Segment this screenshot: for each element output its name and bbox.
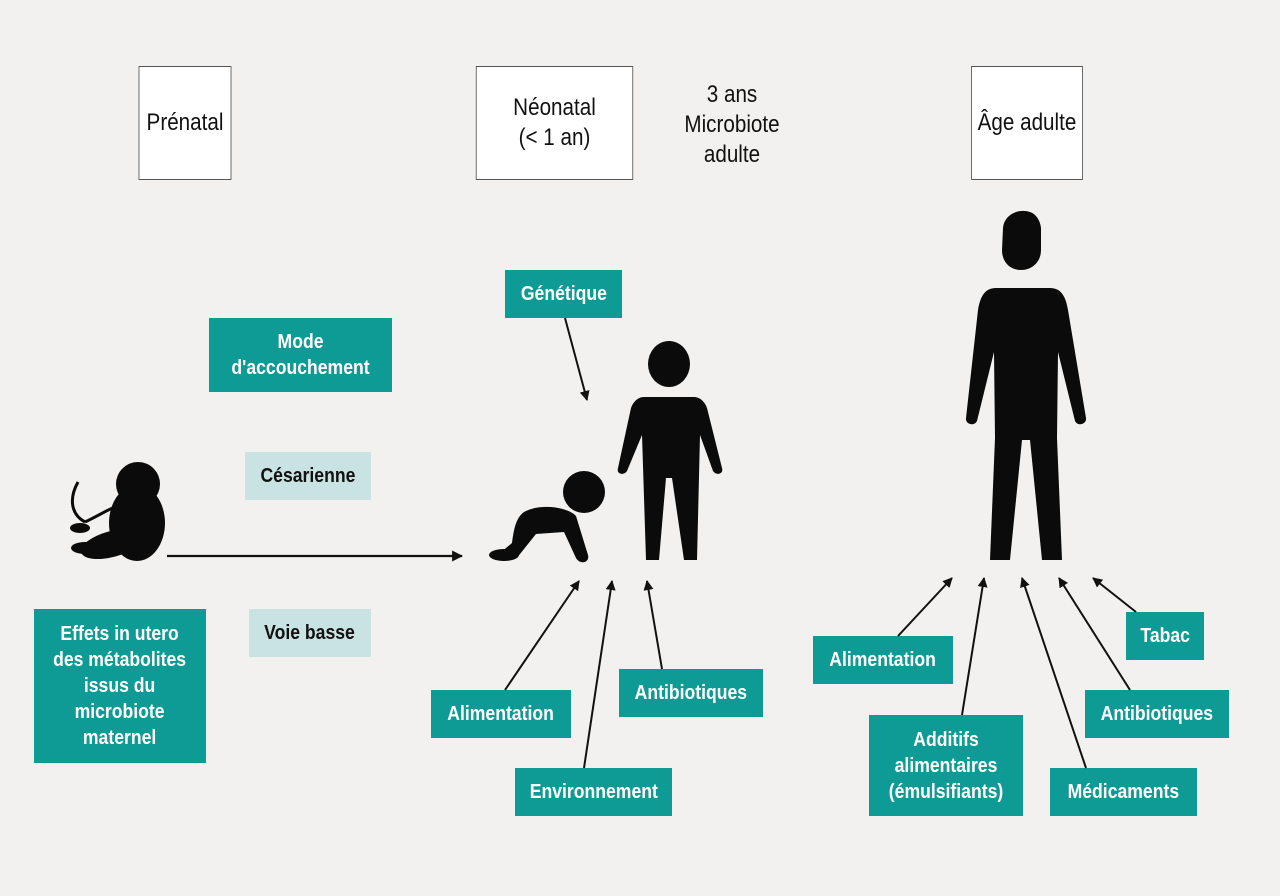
factor-child-antibiotiques: Antibiotiques [619, 669, 763, 717]
stage-adult-label: Âge adulte [977, 109, 1077, 136]
stage-prenatal: Prénatal [138, 66, 232, 180]
adult-icon [965, 210, 1087, 560]
stage-prenatal-label: Prénatal [146, 109, 224, 136]
factor-voie-basse: Voie basse [249, 609, 371, 657]
factor-cesarienne: Césarienne [245, 452, 371, 500]
fetus-icon [70, 462, 165, 561]
factor-environnement: Environnement [515, 768, 672, 816]
factor-adult-alimentation: Alimentation [813, 636, 953, 684]
factor-effets-in-utero: Effets in utero des métabolites issus du… [34, 609, 206, 763]
stage-adult: Âge adulte [971, 66, 1083, 180]
factor-additifs: Additifs alimentaires (émulsifiants) [869, 715, 1023, 816]
factor-child-alimentation: Alimentation [431, 690, 571, 738]
factor-tabac: Tabac [1126, 612, 1204, 660]
child-icon [617, 341, 723, 560]
factor-adult-antibiotiques: Antibiotiques [1085, 690, 1229, 738]
baby-crawling-icon [489, 471, 605, 563]
factor-medicaments: Médicaments [1050, 768, 1197, 816]
stage-neonatal: Néonatal (< 1 an) [475, 66, 634, 180]
factor-genetique: Génétique [505, 270, 622, 318]
stage-neonatal-label: Néonatal (< 1 an) [513, 94, 596, 151]
factor-mode-accouchement: Mode d'accouchement [209, 318, 392, 392]
three-years-note: 3 ans Microbiote adulte [684, 81, 780, 168]
